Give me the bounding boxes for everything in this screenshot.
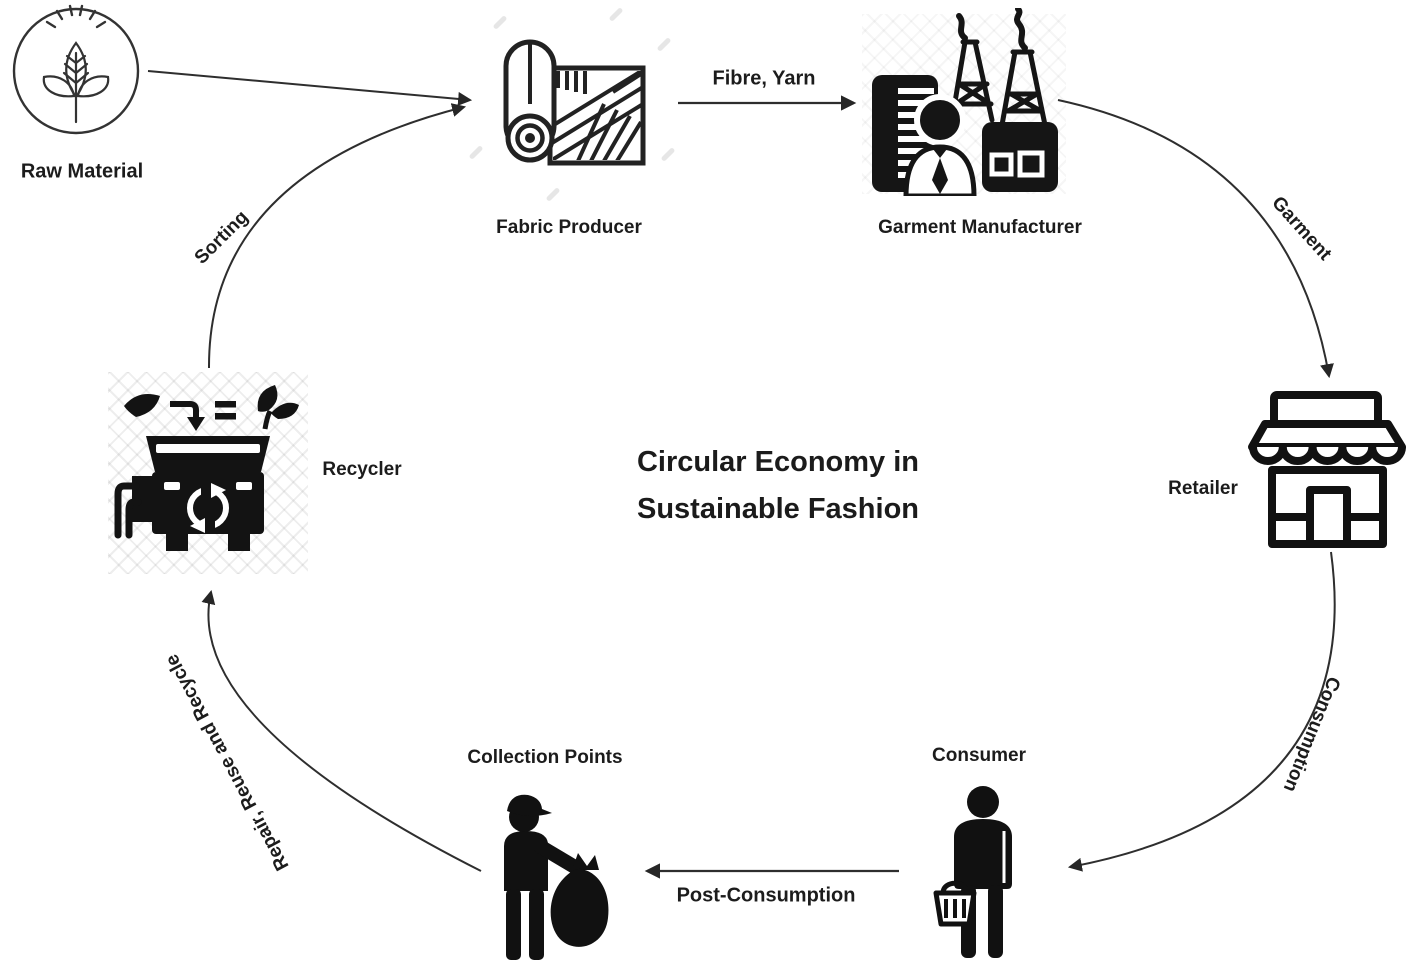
factory-icon bbox=[872, 8, 1058, 196]
node-label-collection-points: Collection Points bbox=[467, 747, 623, 768]
storefront-icon bbox=[1248, 391, 1406, 548]
node-label-recycler: Recycler bbox=[322, 459, 402, 480]
node-label-garment-manufacturer: Garment Manufacturer bbox=[878, 217, 1082, 238]
node-label-fabric-producer: Fabric Producer bbox=[496, 217, 642, 238]
node-label-retailer: Retailer bbox=[1168, 478, 1238, 499]
diagram-title: Circular Economy in Sustainable Fashion bbox=[637, 439, 919, 533]
edge-garment bbox=[1057, 99, 1334, 379]
leaf-in-circle-icon bbox=[12, 4, 140, 135]
diagram-title-line1: Circular Economy in bbox=[636, 446, 920, 478]
edge-sorting bbox=[207, 103, 467, 369]
worker-with-bag-icon bbox=[504, 794, 609, 960]
recycling-machine-icon bbox=[114, 385, 299, 551]
edge-repair-reuse-recycle bbox=[201, 589, 482, 872]
edge-label-fibre-yarn: Fibre, Yarn bbox=[712, 67, 816, 90]
node-label-consumer: Consumer bbox=[932, 745, 1026, 766]
edge-consumption bbox=[1067, 551, 1336, 872]
edge-label-post-consumption: Post-Consumption bbox=[676, 884, 856, 907]
node-label-raw-material: Raw Material bbox=[20, 160, 144, 183]
edge-raw-material-to-fabric-producer bbox=[147, 70, 473, 106]
diagram-title-line2: Sustainable Fashion bbox=[636, 493, 919, 525]
person-with-basket-icon bbox=[933, 786, 1012, 958]
fabric-roll-icon bbox=[503, 39, 646, 166]
